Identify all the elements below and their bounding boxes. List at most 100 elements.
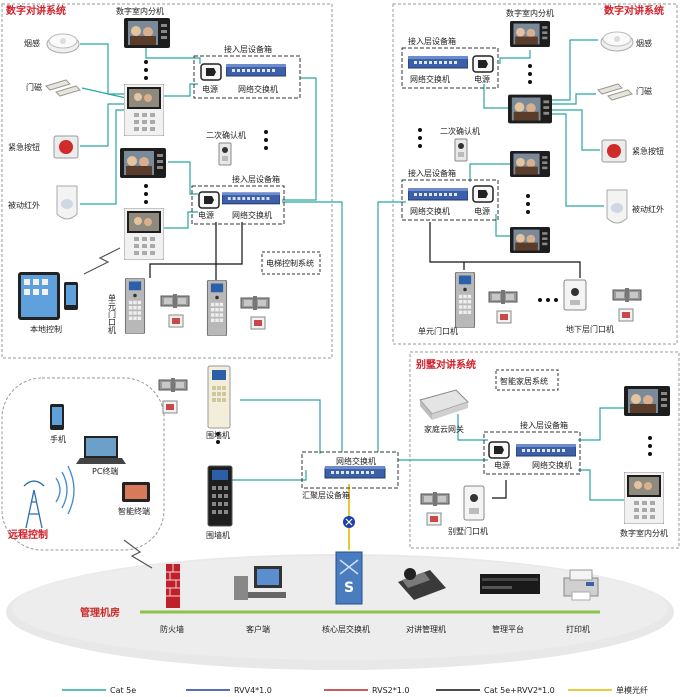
label-confirm-left: 二次确认机 xyxy=(206,130,246,140)
switch-icon xyxy=(408,56,468,69)
access-box-left-2 xyxy=(191,185,285,225)
door-magnet-left xyxy=(45,79,81,97)
printer-icon xyxy=(563,569,599,601)
label-emergency-left: 紧急按钮 xyxy=(8,142,40,152)
core-switch-icon: S xyxy=(335,551,363,605)
smoke-detector-left xyxy=(46,33,80,54)
remote-zone xyxy=(1,377,165,551)
access-box-left-1 xyxy=(193,55,301,99)
section-title-digital-right: 数字对讲系统 xyxy=(604,4,664,17)
exit-button-icon xyxy=(496,310,512,324)
label-pc: PC终端 xyxy=(92,466,118,476)
cable-box2-aggr xyxy=(282,201,343,452)
lock-icon xyxy=(158,377,188,393)
legend-label: 单模光纤 xyxy=(616,685,648,695)
lock-icon xyxy=(160,293,190,309)
label-power: 电源 xyxy=(198,210,214,220)
cable-right-indoor4 xyxy=(495,214,510,237)
home-gateway-device xyxy=(419,389,469,420)
label-network-switch: 网络交换机 xyxy=(532,460,572,470)
power-icon xyxy=(198,191,220,209)
section-title-villa: 别墅对讲系统 xyxy=(415,358,476,371)
cable-villa-indoor2 xyxy=(578,469,624,501)
indoor-monitor-right-3 xyxy=(510,150,550,178)
indoor-monitor-villa-1 xyxy=(624,386,670,416)
label-network-switch: 网络交换机 xyxy=(410,206,450,216)
wireless-local xyxy=(83,247,121,275)
cable-door-left xyxy=(81,87,127,99)
section-title-digital-left: 数字对讲系统 xyxy=(6,4,66,17)
section-title-machine-room: 管理机房 xyxy=(80,606,120,619)
power-icon xyxy=(200,63,222,81)
cable-pir-left xyxy=(80,109,126,205)
label-client: 客户端 xyxy=(246,624,270,634)
label-phone: 手机 xyxy=(50,434,66,444)
indoor-panel-villa-2 xyxy=(624,472,664,524)
section-title-remote: 远程控制 xyxy=(8,528,48,541)
cable-box2-unitdoor xyxy=(149,222,243,278)
label-access-box-3: 接入层设备箱 xyxy=(408,36,456,46)
intercom-manager-icon xyxy=(398,568,446,600)
cable-right-indoor1 xyxy=(499,50,531,64)
access-box-right-1 xyxy=(401,47,499,89)
antenna-tower-icon xyxy=(23,465,75,529)
client-pc-icon xyxy=(234,566,286,600)
label-network-switch: 网络交换机 xyxy=(410,74,450,84)
legend-label: RVV4*1.0 xyxy=(234,686,272,695)
lock-icon xyxy=(488,289,518,305)
basement-door-panel xyxy=(563,279,587,311)
unit-door-panel-left xyxy=(124,278,146,334)
cable-indoor1-box xyxy=(145,44,201,64)
label-home-gateway: 家庭云网关 xyxy=(424,424,464,434)
cable-villa-gateway xyxy=(457,414,488,441)
aggregation-switch-icon xyxy=(324,466,386,479)
cable-right-smoke xyxy=(552,39,598,101)
label-infrared-right: 被动红外 xyxy=(632,204,664,214)
label-smoke-left: 烟感 xyxy=(24,38,40,48)
legend-label: RVS2*1.0 xyxy=(372,686,409,695)
label-confirm-right: 二次确认机 xyxy=(440,126,480,136)
smart-terminal-icon xyxy=(122,482,150,502)
label-intercom-mgmt: 对讲管理机 xyxy=(406,624,446,634)
cable-right-emerg xyxy=(552,109,600,151)
label-access-box-2: 接入层设备箱 xyxy=(232,174,280,184)
label-access-box-1: 接入层设备箱 xyxy=(224,44,272,54)
cable-indoor3-box xyxy=(168,161,198,195)
exit-button-icon xyxy=(250,316,266,330)
label-indoor-unit-villa: 数字室内分机 xyxy=(620,528,668,538)
cable-indoor4-box xyxy=(164,211,198,229)
label-smart-terminal: 智能终端 xyxy=(118,506,150,516)
pir-sensor-left xyxy=(56,185,78,220)
label-network-switch: 网络交换机 xyxy=(232,210,272,220)
cable-right-box-doors xyxy=(429,222,581,278)
indoor-monitor-right-4 xyxy=(510,226,550,254)
power-icon xyxy=(472,55,494,73)
villa-door-panel xyxy=(463,485,485,521)
switch-icon xyxy=(226,64,286,77)
label-emergency-right: 紧急按钮 xyxy=(632,146,664,156)
indoor-monitor-left-1 xyxy=(124,18,170,48)
cable-right-indoor2 xyxy=(483,84,508,109)
cable-emerg-left xyxy=(80,103,126,147)
exit-button-icon xyxy=(426,512,442,526)
label-power: 电源 xyxy=(494,460,510,470)
label-power: 电源 xyxy=(202,84,218,94)
cable-wall2-aggr xyxy=(232,470,307,481)
door-magnet-right xyxy=(597,83,633,101)
cable-right-indoor3 xyxy=(469,163,510,182)
label-unit-door-right: 单元门口机 xyxy=(418,326,458,336)
label-wall-2: 围墙机 xyxy=(206,530,230,540)
emergency-button-left xyxy=(53,135,79,159)
label-villa-door: 别墅门口机 xyxy=(448,526,488,536)
management-platform-icon xyxy=(480,574,540,594)
label-door-right: 门磁 xyxy=(636,86,652,96)
mobile-phone-icon xyxy=(50,404,64,430)
switch-icon xyxy=(516,444,576,457)
lock-icon xyxy=(240,295,270,311)
label-mgmt-platform: 管理平台 xyxy=(492,624,524,634)
label-core-switch: 核心层交换机 xyxy=(322,624,370,634)
indoor-monitor-left-3 xyxy=(120,148,166,178)
label-firewall: 防火墙 xyxy=(160,624,184,634)
label-indoor-unit-left: 数字室内分机 xyxy=(116,6,164,16)
